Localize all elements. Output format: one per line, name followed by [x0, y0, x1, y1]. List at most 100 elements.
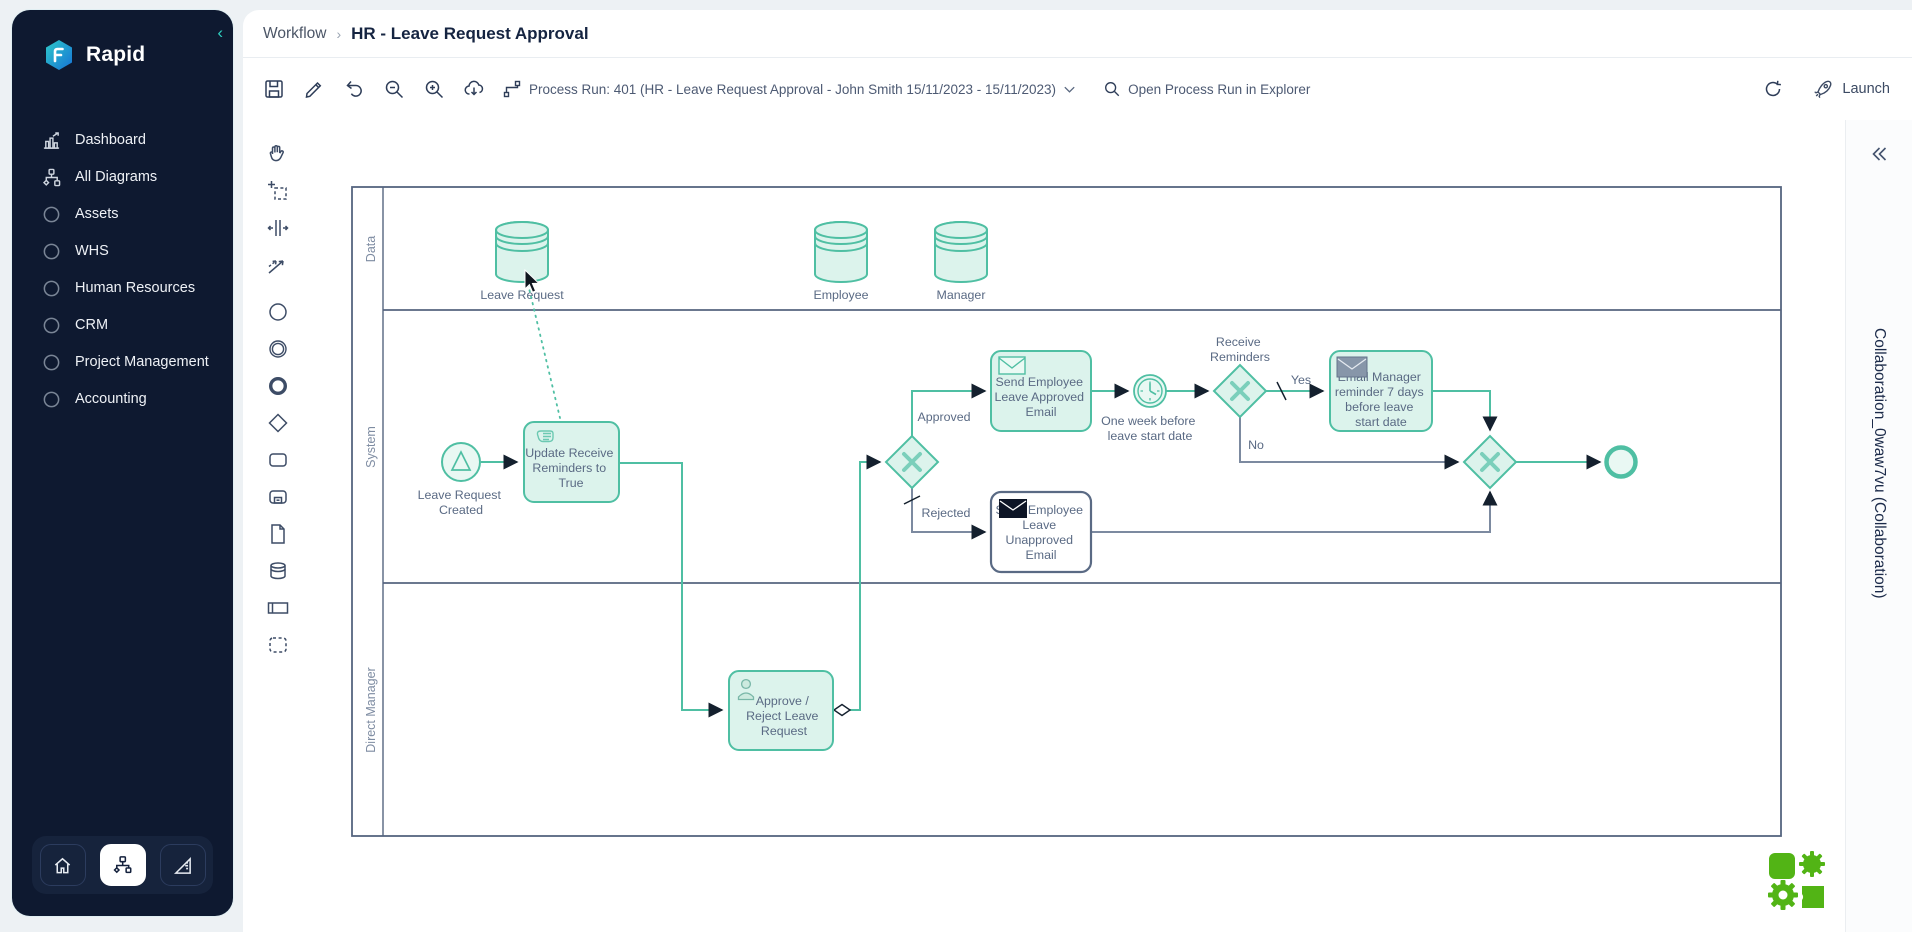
- undo-button[interactable]: [343, 78, 365, 100]
- bpmn-end-event[interactable]: [1604, 445, 1638, 479]
- process-run-selector[interactable]: Process Run: 401 (HR - Leave Request App…: [503, 80, 1077, 98]
- open-process-run-explorer[interactable]: Open Process Run in Explorer: [1103, 80, 1310, 98]
- timer-label: One week before leave start date: [1101, 414, 1199, 443]
- zoom-in-button[interactable]: [423, 78, 445, 100]
- design-button[interactable]: [159, 844, 206, 886]
- data-store-manager[interactable]: Manager: [934, 221, 988, 302]
- sidebar-item-label: Assets: [75, 206, 119, 222]
- send-envelope-icon-active: [1336, 356, 1368, 378]
- sidebar-item-all-diagrams[interactable]: All Diagrams: [12, 165, 233, 189]
- flow-label-rejected: Rejected: [922, 506, 971, 520]
- lasso-tool-icon[interactable]: [266, 179, 290, 203]
- intermediate-event-tool-icon[interactable]: [266, 337, 290, 361]
- bpmn-task-send-approved-email[interactable]: Send Employee Leave Approved Email: [990, 350, 1092, 432]
- lane-label-system: System: [364, 426, 378, 468]
- bpmn-gateway-merge[interactable]: [1462, 434, 1518, 490]
- bpmn-task-email-manager-reminder[interactable]: Email Manager reminder 7 days before lea…: [1329, 350, 1433, 432]
- bpmn-pool[interactable]: Data System Direct Manager: [351, 186, 1782, 837]
- edit-pencil-button[interactable]: [303, 78, 325, 100]
- diagrams-icon: [42, 168, 61, 186]
- sidebar-item-project-management[interactable]: Project Management: [12, 350, 233, 374]
- data-store-label: Manager: [937, 288, 986, 302]
- bpmn-io-logo[interactable]: [1766, 850, 1830, 912]
- collaboration-label[interactable]: Collaboration_0waw7vu (Collaboration): [1871, 328, 1888, 599]
- sequence-flows-inactive[interactable]: [911, 417, 1498, 540]
- conditional-flow-marker: [832, 703, 852, 717]
- editor-toolbar: Process Run: 401 (HR - Leave Request App…: [243, 58, 1912, 120]
- save-button[interactable]: [263, 78, 285, 100]
- clock-hands: [1149, 383, 1157, 396]
- xor-icon: [1480, 452, 1500, 472]
- data-store-label: Leave Request: [480, 288, 564, 302]
- dashboard-icon: [43, 131, 60, 149]
- data-association[interactable]: [527, 283, 561, 419]
- data-store-tool-icon[interactable]: [266, 559, 290, 583]
- circle-icon: [43, 354, 60, 370]
- circle-icon: [43, 280, 60, 296]
- start-event-tool-icon[interactable]: [266, 300, 290, 324]
- breadcrumb-section[interactable]: Workflow: [263, 24, 327, 42]
- page-title: HR - Leave Request Approval: [351, 23, 589, 43]
- bpmn-task-update-reminders[interactable]: Update Receive Reminders to True: [523, 421, 620, 503]
- bpmn-timer-event[interactable]: One week before leave start date: [1101, 374, 1199, 443]
- sidebar-item-accounting[interactable]: Accounting: [12, 387, 233, 411]
- user-task-icon: [737, 678, 755, 701]
- home-icon: [54, 857, 71, 873]
- bpmn-task-send-unapproved-email[interactable]: Send Employee Leave Unapproved Email: [989, 490, 1093, 574]
- circle-icon: [43, 317, 60, 333]
- chevron-down-icon: [1064, 86, 1075, 93]
- bpmn-diagram[interactable]: Data System Direct Manager: [243, 120, 1845, 932]
- properties-panel-collapsed: Collaboration_0waw7vu (Collaboration): [1845, 120, 1912, 932]
- rapid-logo-icon: [46, 40, 72, 70]
- gateway-tool-icon[interactable]: [266, 411, 290, 435]
- sidebar-dock: [32, 836, 213, 894]
- hand-tool-icon[interactable]: [266, 142, 290, 166]
- open-explorer-label: Open Process Run in Explorer: [1128, 81, 1311, 97]
- process-run-icon: [503, 80, 521, 98]
- bpmn-gateway-approval[interactable]: [884, 434, 940, 490]
- zoom-out-button[interactable]: [383, 78, 405, 100]
- home-button[interactable]: [39, 844, 86, 886]
- lane-label-direct-manager: Direct Manager: [364, 667, 378, 752]
- global-connect-tool-icon[interactable]: [266, 253, 290, 277]
- data-store-leave-request[interactable]: Leave Request: [480, 221, 564, 302]
- sidebar-item-crm[interactable]: CRM: [12, 313, 233, 337]
- diagram-canvas[interactable]: Data System Direct Manager: [243, 120, 1845, 932]
- bpmn-start-event-leave-request-created[interactable]: Leave Request Created: [418, 442, 505, 517]
- participant-pool-tool-icon[interactable]: [266, 596, 290, 620]
- breadcrumb: Workflow › HR - Leave Request Approval: [243, 10, 1912, 58]
- bpmn-task-approve-reject[interactable]: Approve / Reject Leave Request: [728, 670, 834, 751]
- task-tool-icon[interactable]: [266, 448, 290, 472]
- sidebar-collapse-icon[interactable]: ‹: [217, 23, 223, 42]
- cloud-download-button[interactable]: [463, 78, 485, 100]
- space-tool-icon[interactable]: [266, 216, 290, 240]
- sidebar-item-label: CRM: [75, 317, 109, 333]
- app-logo[interactable]: Rapid: [12, 10, 233, 72]
- refresh-button[interactable]: [1762, 78, 1784, 100]
- mouse-cursor: [524, 268, 540, 293]
- launch-button[interactable]: Launch: [1812, 78, 1890, 100]
- send-envelope-icon: [998, 356, 1026, 375]
- sidebar-item-dashboard[interactable]: Dashboard: [12, 128, 233, 152]
- circle-icon: [43, 243, 60, 259]
- xor-icon: [1230, 381, 1250, 401]
- default-flow-marker: [1276, 381, 1287, 401]
- sidebar-item-whs[interactable]: WHS: [12, 239, 233, 263]
- sidebar-item-human-resources[interactable]: Human Resources: [12, 276, 233, 300]
- data-object-tool-icon[interactable]: [266, 522, 290, 546]
- signal-icon: [450, 450, 472, 471]
- data-store-employee[interactable]: Employee: [813, 221, 869, 302]
- group-tool-icon[interactable]: [266, 633, 290, 657]
- sequence-flows-executed[interactable]: [481, 383, 1602, 718]
- sidebar-item-label: WHS: [75, 243, 109, 259]
- subprocess-tool-icon[interactable]: [266, 485, 290, 509]
- process-run-label: Process Run: 401 (HR - Leave Request App…: [529, 81, 1057, 97]
- gateway-label: Receive Reminders: [1210, 335, 1270, 364]
- diagram-view-button[interactable]: [99, 844, 146, 886]
- end-event-tool-icon[interactable]: [266, 374, 290, 398]
- design-ruler-icon: [173, 856, 191, 874]
- panel-expand-button[interactable]: [1867, 142, 1891, 166]
- sidebar-item-assets[interactable]: Assets: [12, 202, 233, 226]
- bpmn-gateway-receive-reminders[interactable]: Receive Reminders: [1210, 335, 1270, 419]
